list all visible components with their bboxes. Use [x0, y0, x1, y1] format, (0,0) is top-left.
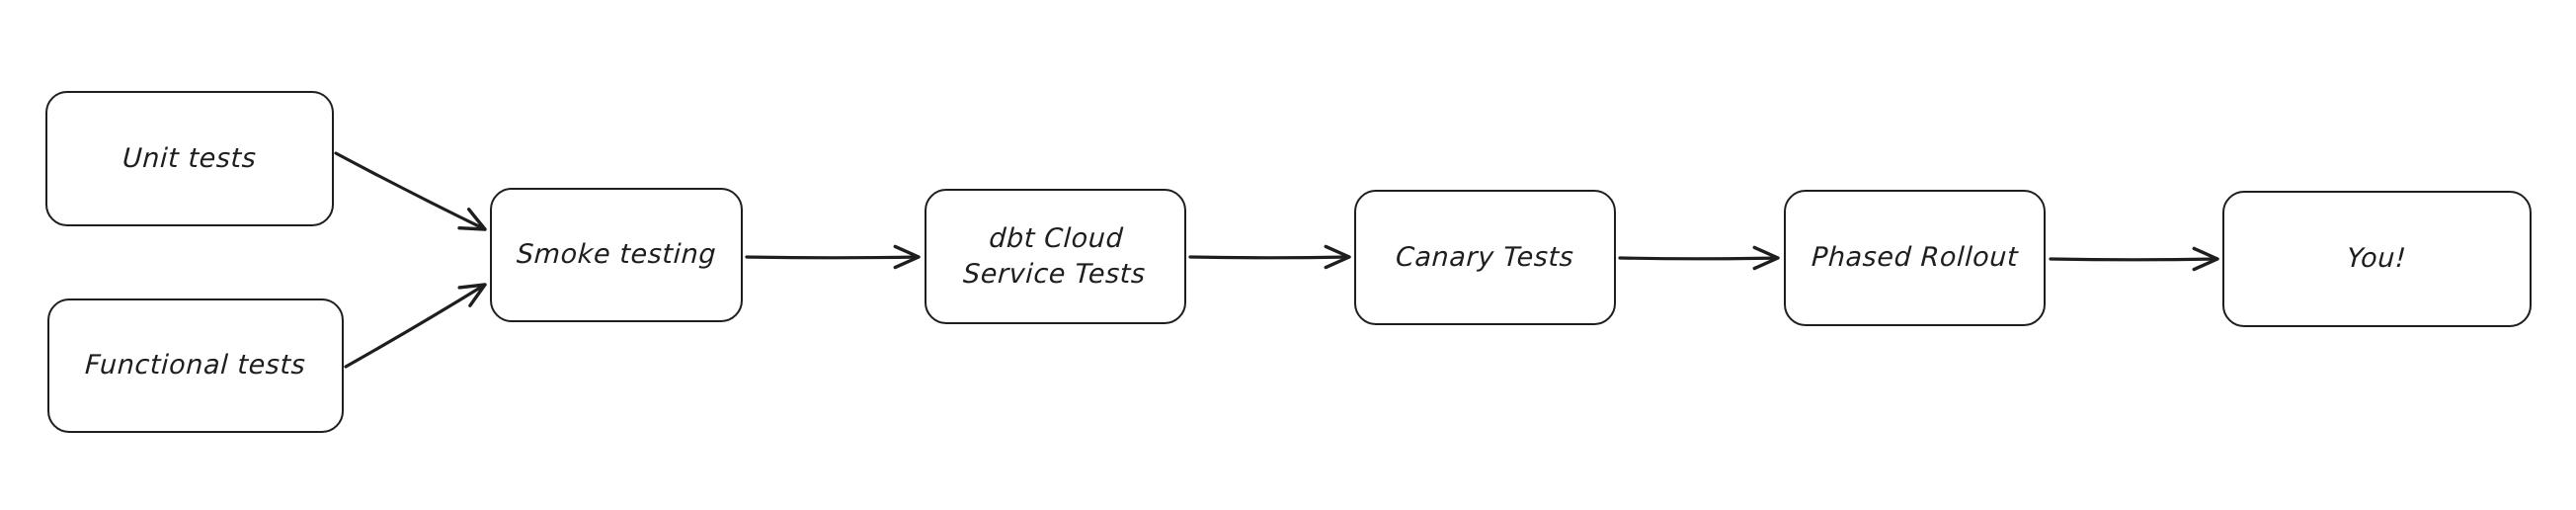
edge-functional-to-smoke: [344, 283, 487, 369]
arrowhead-icon: [457, 208, 487, 231]
node-label-you: You!: [2346, 243, 2408, 275]
node-smoke-testing[interactable]: Smoke testing: [490, 188, 743, 322]
node-label-phased-rollout: Phased Rollout: [1811, 242, 2019, 274]
arrowhead-icon: [893, 244, 921, 270]
arrowhead-icon: [1752, 245, 1780, 271]
node-label-smoke-testing: Smoke testing: [516, 239, 717, 271]
edge-dbt-to-canary: [1188, 244, 1351, 270]
edge-line: [2049, 257, 2219, 262]
node-label-unit-tests: Unit tests: [121, 142, 258, 174]
edge-smoke-to-dbt: [745, 244, 921, 270]
arrowhead-icon: [457, 283, 487, 307]
edge-line: [334, 151, 487, 231]
node-functional-tests[interactable]: Functional tests: [47, 298, 344, 433]
edge-line: [745, 255, 921, 260]
edge-canary-to-phased: [1618, 245, 1780, 271]
edge-line: [1188, 255, 1351, 260]
node-label-dbt-cloud: dbt Cloud Service Tests: [962, 222, 1147, 290]
edge-phased-to-you: [2049, 246, 2219, 272]
arrowhead-icon: [1324, 244, 1351, 270]
node-label-functional-tests: Functional tests: [84, 350, 307, 382]
node-unit-tests[interactable]: Unit tests: [45, 91, 334, 226]
node-label-canary-tests: Canary Tests: [1395, 241, 1575, 273]
node-phased-rollout[interactable]: Phased Rollout: [1784, 190, 2046, 326]
node-you[interactable]: You!: [2222, 191, 2532, 327]
node-canary-tests[interactable]: Canary Tests: [1354, 190, 1616, 325]
edge-unit-to-smoke: [334, 151, 487, 231]
edge-line: [344, 283, 487, 369]
node-dbt-cloud[interactable]: dbt Cloud Service Tests: [925, 189, 1186, 324]
edge-line: [1618, 256, 1780, 261]
arrowhead-icon: [2192, 246, 2219, 272]
